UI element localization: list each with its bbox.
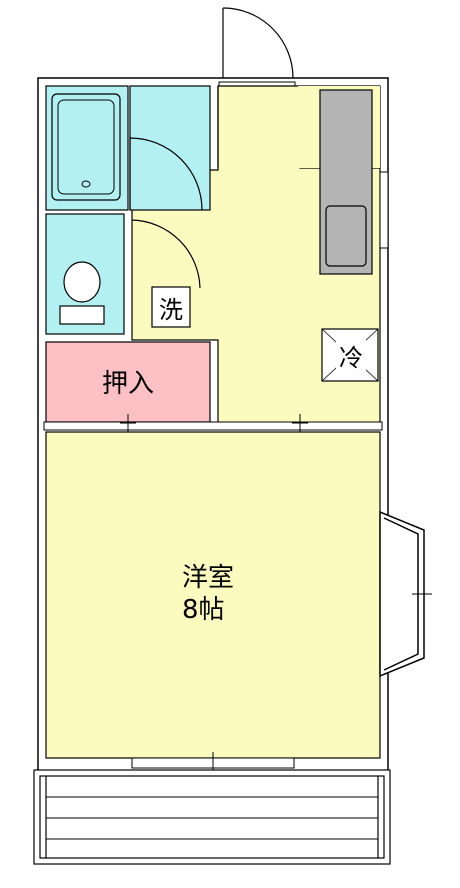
kitchen-counter bbox=[319, 89, 373, 275]
fridge-label: 冷 bbox=[339, 344, 363, 372]
balcony bbox=[33, 769, 391, 865]
washer-label: 洗 bbox=[159, 296, 183, 324]
divider-wall bbox=[43, 421, 383, 431]
washer-spot bbox=[151, 286, 191, 328]
bathroom bbox=[45, 85, 211, 211]
toilet-icon bbox=[63, 261, 101, 303]
fridge-spot bbox=[321, 328, 379, 382]
closet bbox=[45, 341, 211, 423]
toilet-door bbox=[131, 219, 201, 289]
bath-door bbox=[129, 137, 203, 211]
kitchen-window bbox=[379, 171, 389, 249]
western-room-size: 8帖 bbox=[182, 595, 225, 625]
closet-label: 押入 bbox=[102, 369, 154, 399]
entrance-door bbox=[222, 7, 294, 79]
western-room-label: 洋室 bbox=[182, 563, 234, 593]
toilet-room bbox=[45, 213, 201, 335]
bay-window bbox=[379, 510, 432, 678]
western-room bbox=[45, 431, 381, 759]
